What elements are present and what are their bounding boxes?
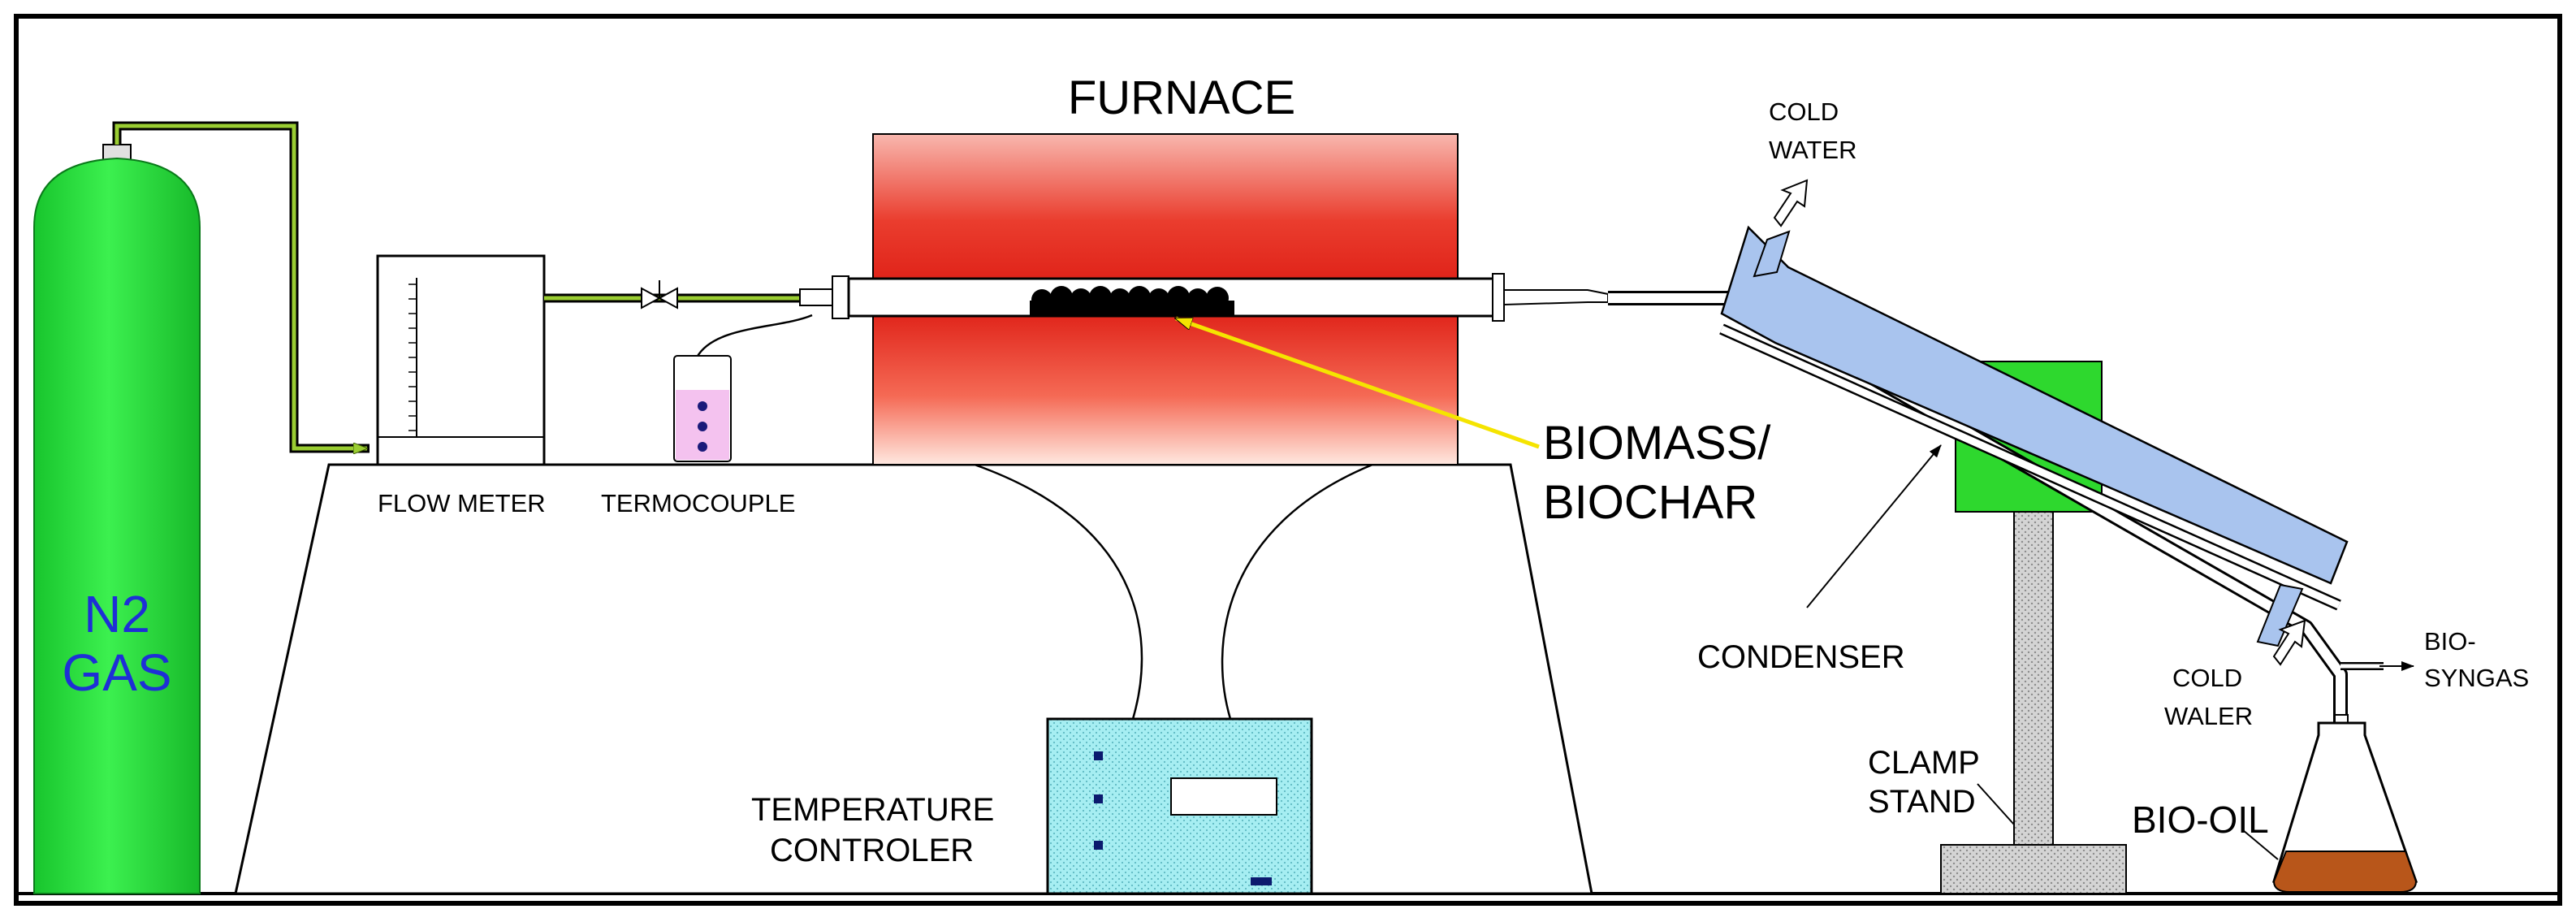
furnace-controller-wire-left bbox=[974, 463, 1143, 720]
bio-oil-pointer bbox=[2242, 829, 2279, 860]
cold-water-top-label-2: WATER bbox=[1769, 136, 1857, 164]
n2-gas-label-2: GAS bbox=[62, 643, 171, 702]
biomass-pointer-arrow bbox=[1176, 316, 1540, 449]
termocouple-wire bbox=[695, 314, 813, 358]
diagram-frame bbox=[14, 14, 2562, 906]
clamp-stand-label-1: CLAMP bbox=[1868, 745, 1980, 781]
temperature-controler-label-1: TEMPERATURE bbox=[751, 792, 994, 828]
furnace-controller-wire-right bbox=[1221, 463, 1373, 720]
flow-meter bbox=[376, 254, 546, 466]
furnace-label: FURNACE bbox=[1068, 71, 1295, 124]
bio-oil-liquid bbox=[2272, 851, 2418, 893]
temperature-controler-label-2: CONTROLER bbox=[770, 833, 974, 868]
condenser-pointer bbox=[1806, 444, 1942, 608]
biomass-sample bbox=[1030, 286, 1234, 315]
controller-indicator-4 bbox=[1251, 877, 1272, 885]
controller-indicator-3 bbox=[1094, 841, 1103, 850]
condenser-jacket bbox=[1720, 225, 2349, 585]
flow-meter-label: FLOW METER bbox=[378, 489, 546, 517]
cold-waler-label-1: COLD bbox=[2172, 664, 2242, 692]
clamp-stand-label-2: STAND bbox=[1868, 784, 1976, 820]
clamp-stand-pointer bbox=[1977, 783, 2015, 825]
cold-water-out-arrow bbox=[1773, 179, 1809, 227]
condenser-label: CONDENSER bbox=[1697, 639, 1905, 675]
n2-gas-cylinder: N2 GAS bbox=[33, 144, 201, 894]
bio-oil-flask bbox=[2271, 714, 2418, 893]
biomass-label-1: BIOMASS/ bbox=[1543, 417, 1771, 470]
bench-table bbox=[234, 463, 1593, 895]
biomass-label-2: BIOCHAR bbox=[1543, 476, 1757, 529]
cold-water-top-label-1: COLD bbox=[1769, 97, 1839, 126]
temperature-controller bbox=[1046, 717, 1313, 895]
termocouple-label: TERMOCOUPLE bbox=[601, 489, 795, 517]
termocouple-vessel bbox=[673, 355, 732, 462]
cold-waler-label-2: WALER bbox=[2164, 702, 2253, 730]
condenser bbox=[1608, 225, 2384, 723]
bio-syngas-label-2: SYNGAS bbox=[2424, 664, 2529, 692]
n2-gas-label-1: N2 bbox=[84, 585, 150, 643]
controller-indicator-2 bbox=[1094, 794, 1103, 803]
bio-oil-label: BIO-OIL bbox=[2132, 799, 2269, 841]
controller-display bbox=[1170, 777, 1277, 816]
cold-water-in-arrow bbox=[2272, 619, 2306, 666]
valve-icon bbox=[641, 280, 678, 309]
bio-syngas-label-1: BIO- bbox=[2424, 627, 2476, 656]
controller-indicator-1 bbox=[1094, 751, 1103, 760]
